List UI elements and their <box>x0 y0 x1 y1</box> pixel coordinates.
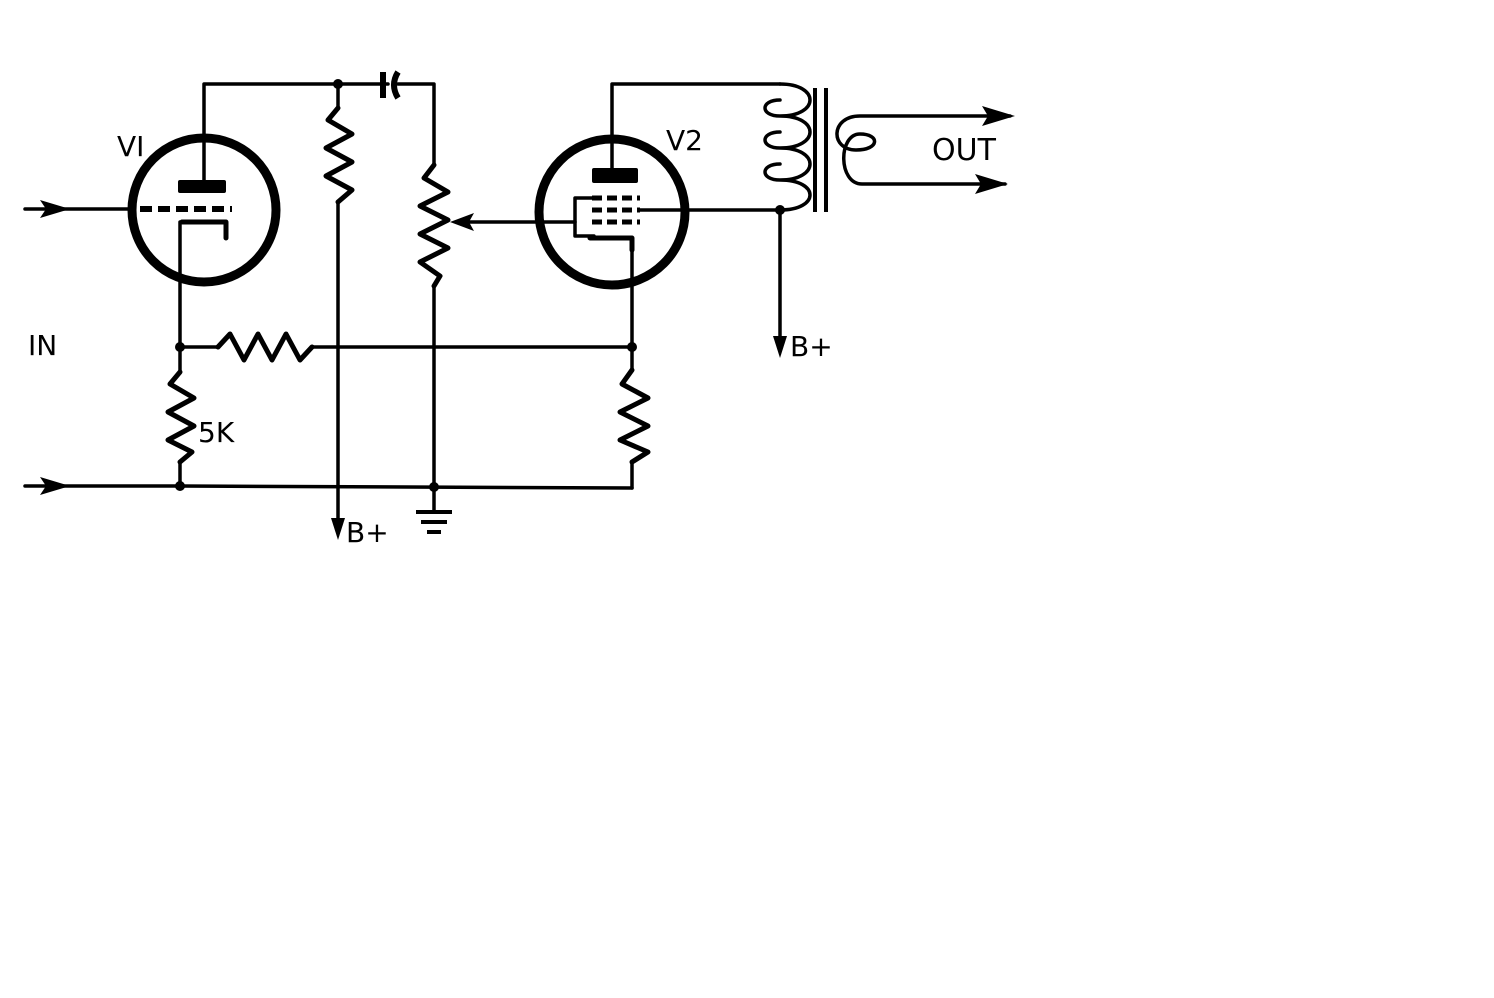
junction-dot <box>333 79 343 89</box>
cathode-resistor-5k <box>165 345 197 488</box>
junction-dot <box>175 481 185 491</box>
bplus-right-arrow <box>773 336 787 358</box>
v2-label: V2 <box>666 124 703 157</box>
wiper-arrow <box>450 213 577 231</box>
output-arrow-top <box>982 106 1015 126</box>
v1-label: VI <box>117 130 144 163</box>
input-terminal-top <box>23 200 130 218</box>
ground-symbol <box>416 485 452 534</box>
output-label: OUT <box>932 133 997 168</box>
ground-bus <box>178 484 634 490</box>
output-transformer <box>763 82 1012 212</box>
input-label: IN <box>28 329 57 362</box>
input-terminal-bottom <box>23 477 182 495</box>
potentiometer <box>417 162 451 488</box>
cathode-resistor-label: 5K <box>198 416 235 449</box>
coupling-capacitor <box>380 70 401 100</box>
junction-dot <box>627 342 637 352</box>
cathode-resistor-v2 <box>617 367 651 490</box>
bplus-left-label: B+ <box>346 516 389 549</box>
bplus-right-label: B+ <box>790 330 833 363</box>
output-arrow-bottom <box>975 174 1008 194</box>
plate-resistor <box>323 82 355 540</box>
feedback-resistor <box>178 331 634 363</box>
